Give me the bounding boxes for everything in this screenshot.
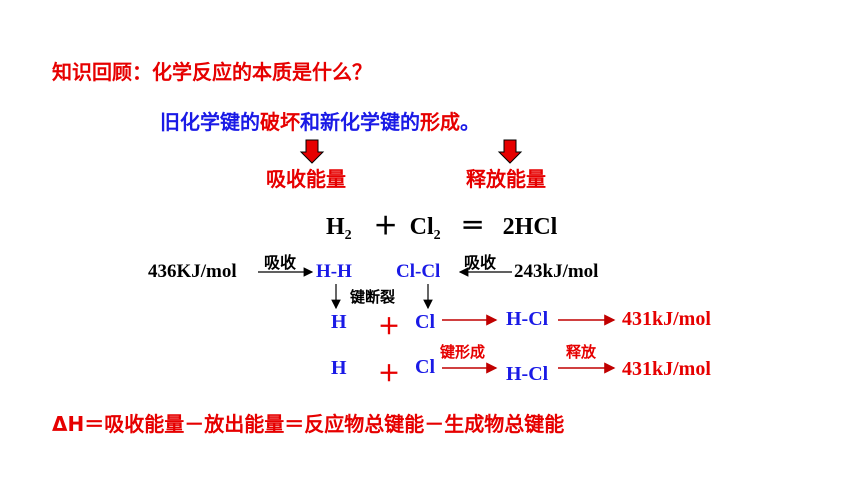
down-arrow-release-icon (497, 139, 523, 164)
answer-part1: 旧化学键的 (160, 110, 260, 134)
answer-break-word: 破坏 (260, 110, 300, 134)
review-question: 知识回顾：化学反应的本质是什么？ (52, 60, 372, 84)
absorb-left-label: 吸收 (264, 253, 297, 272)
equation: H2 ＋ Cl2 ＝ 2HCl (326, 206, 557, 244)
row1-energy: 431kJ/mol (622, 308, 711, 330)
eq-equals: ＝ (460, 214, 485, 240)
row1-plus: ＋ (378, 314, 401, 339)
delta-h-formula: ΔH＝吸收能量－放出能量＝反应物总键能－生成物总键能 (52, 412, 565, 436)
eq-product: 2HCl (502, 214, 558, 240)
release-small-label: 释放 (566, 343, 597, 361)
row2-energy: 431kJ/mol (622, 358, 711, 380)
eq-h: H (326, 214, 345, 240)
release-energy-label: 释放能量 (466, 167, 546, 191)
row2-hcl: H-Cl (506, 363, 549, 385)
eq-h-sub: 2 (344, 228, 352, 243)
clcl-bond: Cl-Cl (396, 261, 441, 282)
bond-form-label: 键形成 (440, 343, 486, 361)
answer-form-word: 形成 (420, 110, 460, 134)
hh-energy: 436KJ/mol (148, 261, 237, 282)
hh-bond: H-H (316, 261, 352, 282)
row2-cl: Cl (415, 356, 435, 378)
absorb-right-label: 吸收 (464, 253, 497, 272)
row2-plus: ＋ (378, 361, 401, 386)
review-answer: 旧化学键的破坏和新化学键的形成。 (160, 106, 480, 135)
row1-hcl: H-Cl (506, 308, 549, 330)
eq-cl-sub: 2 (433, 228, 441, 243)
eq-cl: Cl (409, 214, 434, 240)
answer-period: 。 (460, 110, 480, 134)
absorb-energy-label: 吸收能量 (266, 167, 346, 191)
row1-h: H (331, 311, 347, 333)
bond-break-label: 键断裂 (350, 288, 396, 306)
answer-part2: 和新化学键的 (300, 110, 420, 134)
row2-h: H (331, 357, 347, 379)
row1-cl: Cl (415, 311, 435, 333)
down-arrow-absorb-icon (299, 139, 325, 164)
eq-plus: ＋ (373, 214, 398, 240)
clcl-energy: 243kJ/mol (514, 261, 599, 282)
